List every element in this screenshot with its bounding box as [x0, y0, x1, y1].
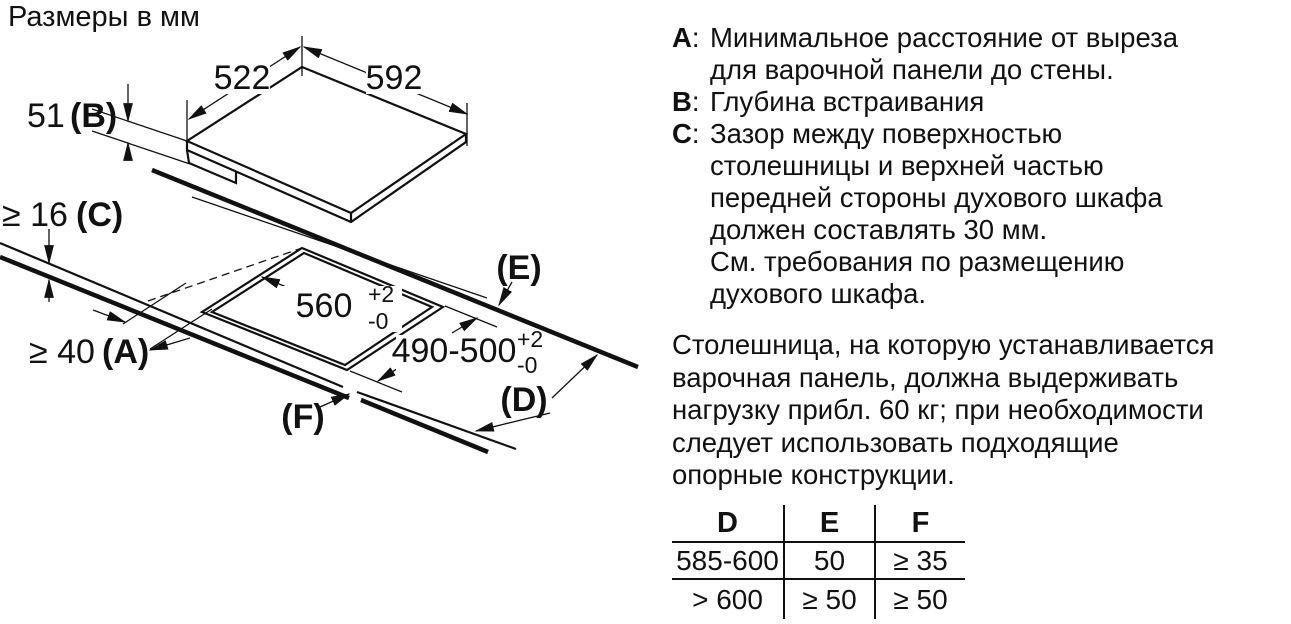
dim-490-arrow-upper: [451, 317, 479, 334]
definition-line: духового шкафа.: [672, 278, 1290, 310]
definition-line-b: B: Глубина встраивания: [672, 86, 1290, 118]
definition-label: C:: [672, 118, 700, 149]
table-header-f: F: [876, 505, 965, 543]
note-line: варочная панель, должна выдерживать: [672, 361, 1179, 393]
label-e: (E): [496, 249, 541, 287]
definition-label: B:: [672, 86, 700, 117]
dim-c-value: ≥ 16: [2, 196, 68, 234]
cooktop-side-edges: [185, 134, 468, 224]
dim-592-value: 592: [366, 59, 423, 97]
table-cell-e2: ≥ 50: [783, 580, 876, 619]
definition-line-a: A: Минимальное расстояние от выреза: [672, 22, 1290, 54]
definitions-list: A: Минимальное расстояние от выреза для …: [672, 22, 1290, 310]
dim-560-value: 560: [296, 287, 353, 325]
note-line: Столешница, на которую устанавливается: [672, 329, 1215, 360]
dim-c-letter: (C): [76, 196, 123, 234]
label-e-arrow: [498, 281, 513, 307]
dim-a-value: ≥ 40: [29, 333, 95, 371]
table-cell-e1: 50: [783, 543, 876, 580]
definition-text: столешницы и верхней частью: [710, 150, 1104, 181]
definition-line: передней стороны духового шкафа: [672, 182, 1290, 214]
back-extension-line: [191, 196, 488, 299]
countertop-lines: [0, 167, 639, 455]
dim-490-tol-minus: -0: [517, 352, 537, 378]
def-clearance-table: D E F 585-600 50 ≥ 35 > 600 ≥ 50 ≥ 50: [672, 505, 965, 619]
hob-installation-drawing: 522 592 51 (B) ≥ 16 (C) ≥ 40 (A) 560 +2 …: [0, 36, 639, 455]
definition-text: Минимальное расстояние от выреза: [710, 22, 1179, 53]
hidden-dashed-line: [147, 247, 303, 302]
label-f: (F): [281, 398, 324, 436]
definition-text: духового шкафа.: [710, 278, 927, 309]
definition-text: передней стороны духового шкафа: [710, 182, 1163, 213]
definition-text: См. требования по размещению: [710, 246, 1125, 277]
definition-line: должен составлять 30 мм.: [672, 214, 1290, 246]
dim-522-value: 522: [214, 59, 271, 97]
page-title: Размеры в мм: [8, 1, 200, 33]
label-d: (D): [500, 381, 547, 419]
dim-490-extension-lines: [349, 305, 498, 393]
dim-wall-clearance: [92, 282, 213, 351]
note-line: нагрузку прибл. 60 кг; при необходимости: [672, 394, 1204, 425]
cooktop-bottom-lip: [185, 149, 238, 185]
definition-line: столешницы и верхней частью: [672, 150, 1290, 182]
dim-b-extension-lines: [91, 108, 191, 165]
table-cell-f2: ≥ 50: [893, 583, 948, 615]
table-cell-f1: ≥ 35: [876, 543, 965, 580]
definition-text: должен составлять 30 мм.: [710, 214, 1048, 245]
dim-b-value: 51: [27, 97, 65, 135]
dim-embed-depth: [91, 84, 191, 165]
worktop-load-note: Столешница, на которую устанавливается в…: [672, 329, 1290, 492]
table-header-d: D: [672, 505, 783, 543]
table-header-e: E: [783, 505, 876, 543]
definition-text: для варочной панели до стены.: [710, 54, 1114, 85]
definition-text: Зазор между поверхностью: [710, 118, 1063, 149]
definition-label: A:: [672, 22, 700, 53]
definition-line: для варочной панели до стены.: [672, 54, 1290, 86]
dim-a-arrow-left: [148, 337, 191, 351]
label-d-arrow-down: [474, 412, 551, 432]
definition-line-c: C: Зазор между поверхностью: [672, 118, 1290, 150]
definition-text: Глубина встраивания: [710, 86, 985, 117]
countertop-front-bottom-edge: [0, 254, 489, 455]
definition-line: См. требования по размещению: [672, 246, 1290, 278]
table-cell-d2: > 600: [692, 583, 763, 615]
dim-a-arrow-right: [92, 309, 127, 323]
dim-490-value: 490-500: [392, 332, 517, 370]
dim-560-tol-plus: +2: [368, 281, 394, 307]
wall-edge-line: [151, 167, 639, 370]
table-cell-d1: 585-600: [672, 543, 783, 580]
note-line: следует использовать подходящие: [672, 426, 1119, 458]
dim-560-tol-minus: -0: [368, 308, 388, 334]
dim-490-tol-plus: +2: [517, 326, 543, 352]
label-f-arrow: [319, 393, 351, 408]
label-d-arrow-up: [551, 353, 599, 399]
dim-b-letter: (B): [70, 97, 117, 135]
label-backplates: [214, 60, 538, 377]
dim-a-letter: (A): [102, 333, 149, 371]
reference-arrows: [319, 281, 599, 432]
note-line: опорные конструкции.: [672, 459, 955, 490]
countertop-front-top-edge: [0, 241, 517, 451]
